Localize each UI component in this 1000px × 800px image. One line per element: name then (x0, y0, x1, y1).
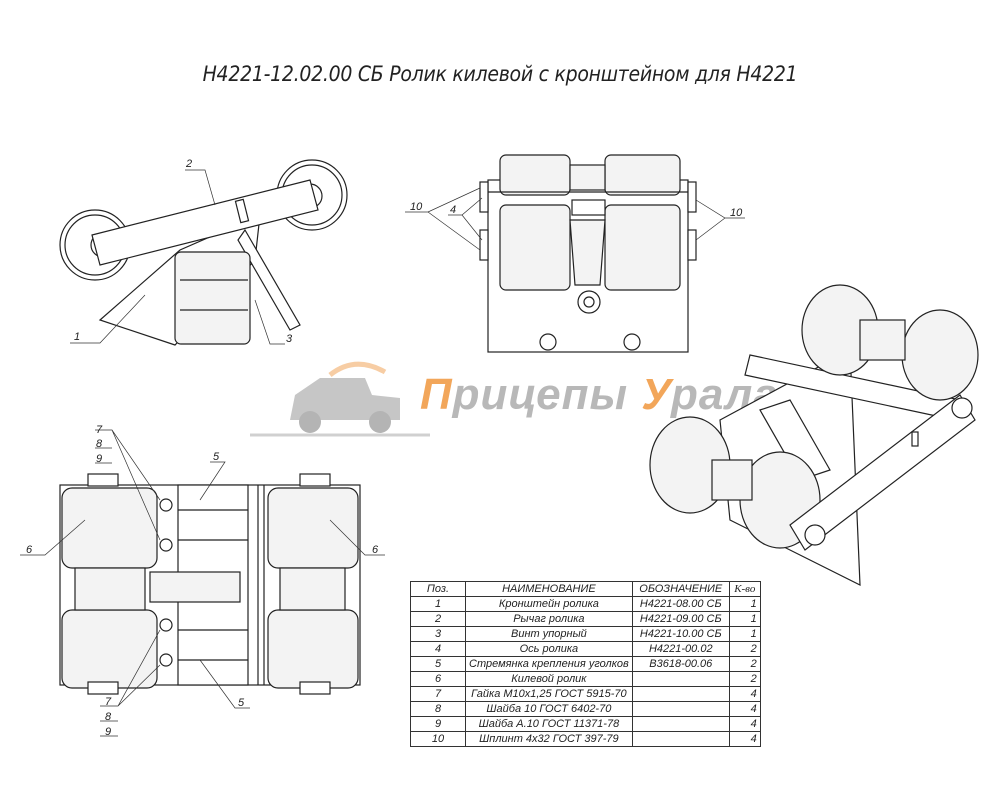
text-label: Стремянка крепления уголков (465, 656, 633, 672)
text-label: Рычаг ролика (465, 611, 633, 627)
text-label: Гайка М10х1,25 ГОСТ 5915-70 (465, 686, 633, 702)
table-header-row: Поз. НАИМЕНОВАНИЕ ОБОЗНАЧЕНИЕ К-во (410, 581, 761, 597)
text-label: Килевой ролик (465, 671, 633, 687)
top-view: 7 8 9 5 6 6 7 8 9 5 (20, 424, 385, 738)
text-label: У (641, 370, 672, 419)
text-label: 2 (185, 158, 192, 170)
text-label: НАИМЕНОВАНИЕ (465, 581, 633, 597)
text-label: Винт упорный (465, 626, 633, 642)
text-label: 7 (105, 696, 112, 708)
isometric-view (649, 284, 979, 586)
text-label: Н4221-00.02 (631, 641, 730, 657)
text-label: 10 (410, 731, 466, 747)
text-label: 2 (728, 641, 761, 657)
text-label: 3 (410, 626, 466, 642)
text-label: 1 (410, 596, 466, 612)
text-label: 10 (730, 207, 743, 219)
text-label: Ось ролика (465, 641, 633, 657)
text-label: П (420, 370, 453, 419)
text-label: 8 (105, 711, 112, 723)
text-label (631, 686, 730, 702)
text-label: рицепы (452, 370, 642, 419)
text-label: К-во (728, 581, 761, 597)
text-label: 7 (96, 424, 103, 436)
front-view: 10 4 10 (405, 154, 745, 353)
text-label: 8 (410, 701, 466, 717)
text-label (631, 731, 730, 747)
text-label: 6 (26, 544, 33, 556)
text-label: 7 (410, 686, 466, 702)
drawing-title: Н4221-12.02.00 СБ Ролик килевой с кроншт… (202, 62, 798, 86)
text-label: 1 (74, 331, 80, 343)
text-label: Н4221-08.00 СБ (631, 596, 730, 612)
text-label: 4 (728, 686, 761, 702)
text-label (631, 716, 730, 732)
text-label: 2 (728, 671, 761, 687)
text-label (631, 701, 730, 717)
text-label: 1 (728, 626, 761, 642)
text-label: 5 (410, 656, 466, 672)
text-label: Шайба 10 ГОСТ 6402-70 (465, 701, 633, 717)
text-label: В3618-00.06 (631, 656, 730, 672)
text-label: 2 (410, 611, 466, 627)
text-label: 9 (105, 726, 111, 738)
text-label: Шплинт 4х32 ГОСТ 397-79 (465, 731, 633, 747)
side-view: 2 1 3 (59, 158, 348, 346)
truck-logo-icon (250, 361, 430, 437)
text-label: 4 (728, 701, 761, 717)
text-label: 6 (410, 671, 466, 687)
text-label: Кронштейн ролика (465, 596, 633, 612)
text-label: 1 (728, 611, 761, 627)
text-label: 10 (410, 201, 423, 213)
text-label: 9 (96, 453, 102, 465)
text-label: 9 (410, 716, 466, 732)
text-label (631, 671, 730, 687)
text-label: 6 (372, 544, 379, 556)
text-label: 1 (728, 596, 761, 612)
text-label: 4 (728, 716, 761, 732)
text-label: Поз. (410, 581, 466, 597)
text-label: 8 (96, 438, 103, 450)
text-label: 4 (410, 641, 466, 657)
text-label: 2 (728, 656, 761, 672)
text-label: Н4221-10.00 СБ (631, 626, 730, 642)
text-label: 3 (286, 333, 293, 345)
text-label: 4 (450, 204, 456, 216)
text-label: Н4221-09.00 СБ (631, 611, 730, 627)
text-label: ОБОЗНАЧЕНИЕ (631, 581, 730, 597)
text-label: 4 (728, 731, 761, 747)
text-label: 5 (213, 451, 220, 463)
text-label: Шайба А.10 ГОСТ 11371-78 (465, 716, 633, 732)
watermark-logo: Прицепы Урала (420, 370, 779, 420)
text-label: 5 (238, 697, 245, 709)
